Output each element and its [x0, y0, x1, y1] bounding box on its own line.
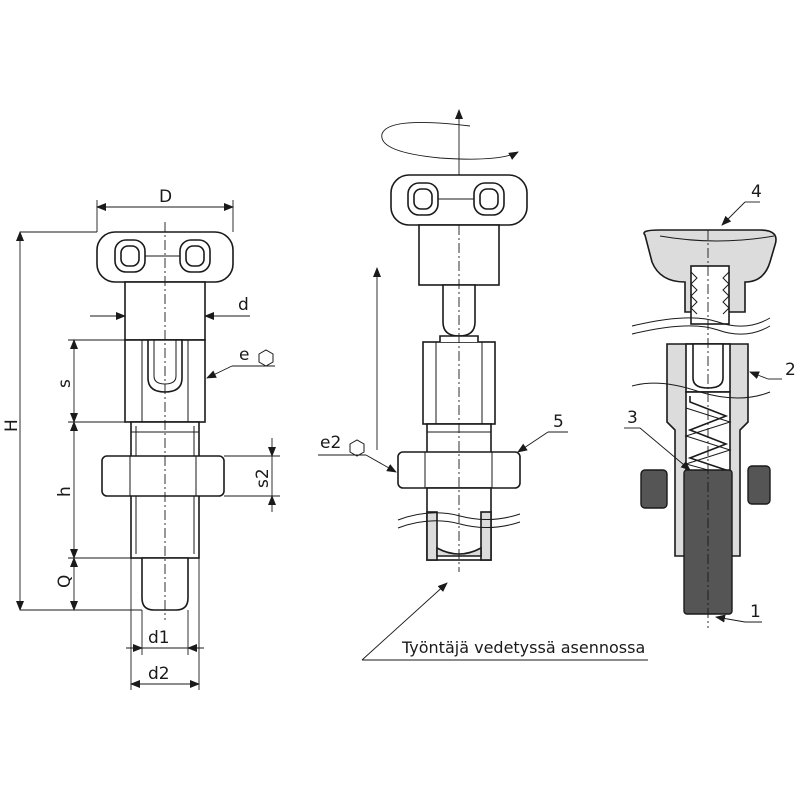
label-e: e: [239, 345, 249, 365]
label-s2: s2: [253, 468, 273, 488]
label-part3: 3: [627, 408, 638, 428]
label-D: D: [159, 187, 172, 207]
label-d: d: [238, 295, 249, 315]
label-H: H: [2, 419, 22, 432]
label-part5: 5: [553, 412, 564, 432]
middle-view-retracted: e2 5 Työntäjä vedetyssä asennossa: [318, 109, 648, 661]
label-d1: d1: [148, 628, 170, 648]
caption-retracted: Työntäjä vedetyssä asennossa: [401, 638, 645, 657]
knob-thread: [690, 265, 730, 325]
label-h: h: [55, 486, 75, 497]
label-d2: d2: [148, 664, 170, 684]
label-e2: e2: [320, 433, 341, 453]
lock-nut: [101, 455, 225, 497]
nut-left-section: [640, 469, 668, 509]
label-part2: 2: [785, 360, 796, 380]
label-part4: 4: [751, 182, 762, 202]
label-part1: 1: [750, 602, 761, 622]
label-s: s: [55, 379, 75, 388]
label-Q: Q: [55, 575, 75, 588]
right-view-section: 4 2 3 1: [624, 182, 796, 628]
left-view-plunger: D d e H s h Q s2 d1 d2: [2, 187, 280, 690]
nut-right-section: [747, 465, 771, 505]
